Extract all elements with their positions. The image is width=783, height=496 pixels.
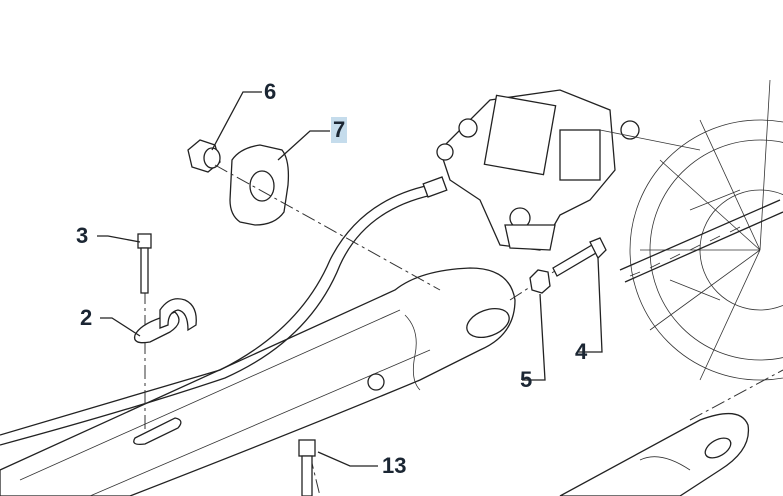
part-5-nut — [529, 269, 551, 294]
callout-13[interactable]: 13 — [382, 453, 407, 478]
brake-caliper — [436, 89, 701, 251]
swingarm-right — [559, 413, 750, 496]
callout-7[interactable]: 7 — [331, 117, 348, 143]
swingarm — [0, 267, 516, 496]
leader-lines — [97, 91, 603, 467]
part-13-bolt — [298, 439, 316, 496]
brake-hose — [0, 176, 448, 446]
callout-4[interactable]: 4 — [575, 339, 588, 364]
callout-6[interactable]: 6 — [264, 79, 277, 104]
callout-2[interactable]: 2 — [80, 305, 93, 330]
part-6-nut — [187, 139, 221, 173]
callout-5[interactable]: 5 — [520, 367, 533, 392]
part-2-clamp — [133, 298, 197, 344]
wheel-sprocket — [619, 79, 783, 381]
callout-3[interactable]: 3 — [76, 223, 89, 248]
part-4-bolt — [552, 237, 607, 277]
part-7-spacer — [229, 144, 290, 226]
part-3-bolt — [137, 233, 152, 294]
